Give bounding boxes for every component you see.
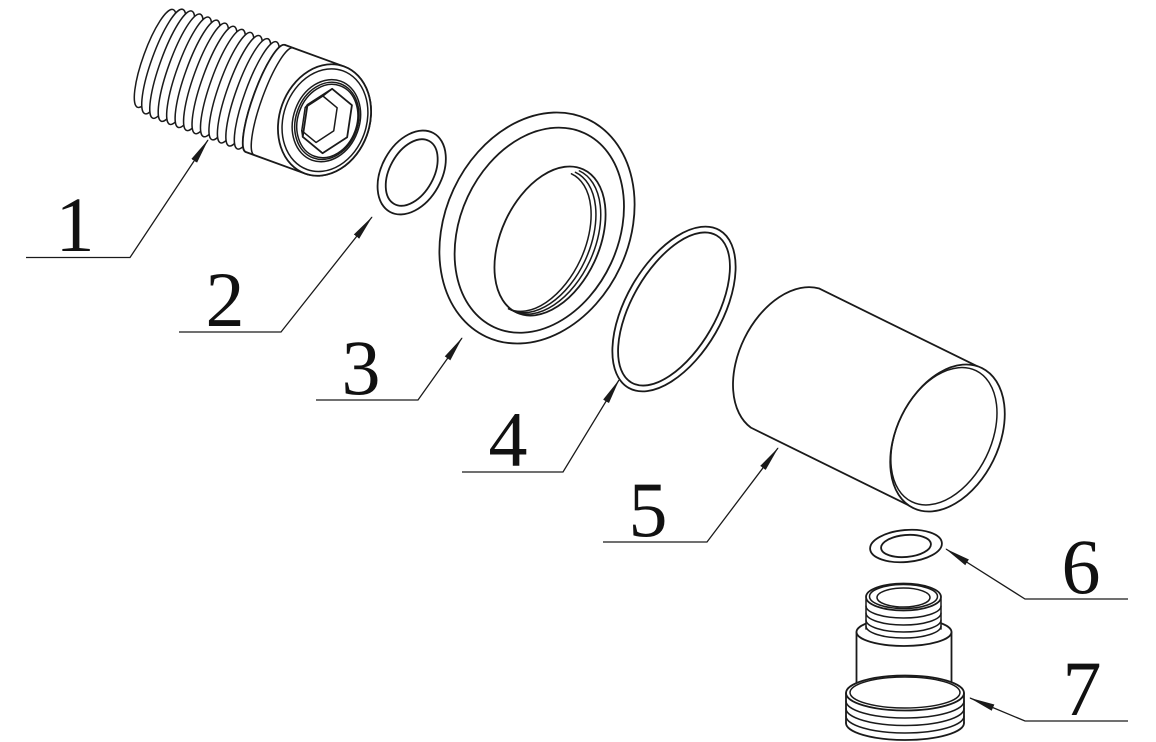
callout-7-number: 7 <box>1063 645 1102 732</box>
callout-6-leader <box>945 548 1128 600</box>
callout-5-number: 5 <box>629 466 668 553</box>
callout-7-leader <box>969 697 1128 722</box>
callout-3-number: 3 <box>342 324 381 411</box>
callout-4-leader <box>462 379 620 473</box>
callout-3-leader <box>316 337 463 401</box>
hex-socket <box>301 87 353 155</box>
part-7-threaded-adapter <box>845 582 965 741</box>
callout-4-number: 4 <box>489 396 528 483</box>
callout-5-leader <box>603 447 779 543</box>
callout-1-number: 1 <box>56 181 95 268</box>
part-3-flange-ring <box>438 111 636 345</box>
part-4-large-o-ring <box>611 225 737 393</box>
callout-2-leader <box>179 216 373 333</box>
callout-6-number: 6 <box>1062 523 1101 610</box>
part-6-washer <box>869 528 943 564</box>
callout-1-leader <box>26 139 209 259</box>
part-1-threaded-plug <box>133 8 372 177</box>
part-2-small-o-ring <box>376 129 447 216</box>
callout-2-number: 2 <box>206 256 245 343</box>
part-5-cover-sleeve <box>732 286 1006 513</box>
